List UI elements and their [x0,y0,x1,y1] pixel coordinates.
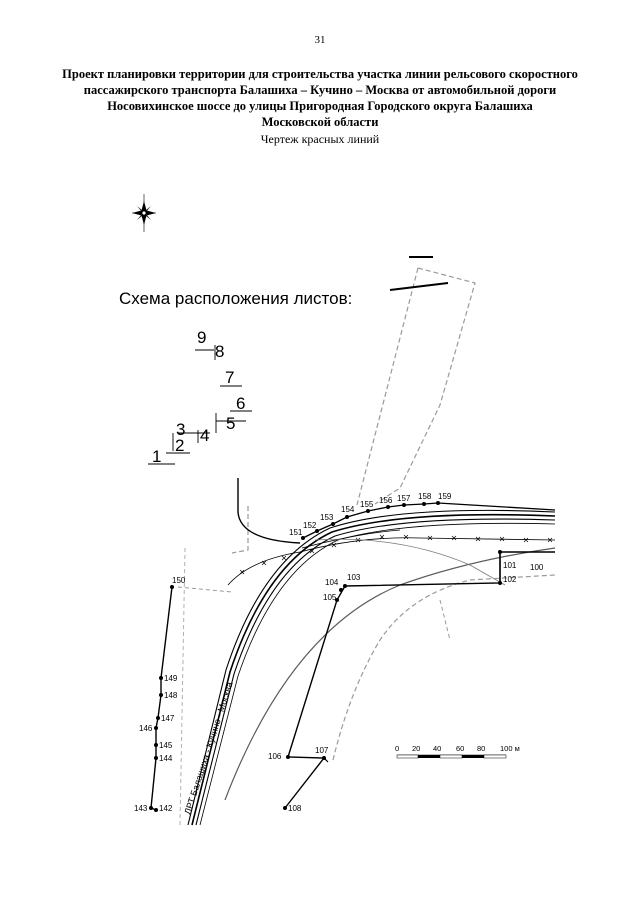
point-label-102: 102 [503,575,517,584]
point-label-153: 153 [320,513,334,522]
fence-crosses [239,534,553,575]
point-label-156: 156 [379,496,393,505]
point-label-144: 144 [159,754,173,763]
point-label-150: 150 [172,576,186,585]
point-label-146: 146 [139,724,153,733]
scale-tick-20: 20 [412,744,420,753]
scale-tick-100: 100 м [500,744,520,753]
sheet-number-1: 1 [152,447,162,466]
point-label-104: 104 [325,578,339,587]
sheet-number-6: 6 [236,394,246,413]
point-label-142: 142 [159,804,173,813]
compass-rose-icon [132,194,156,232]
point-label-143: 143 [134,804,148,813]
district-boundary-lower [332,574,556,761]
point-label-158: 158 [418,492,432,501]
point-label-103: 103 [347,573,361,582]
sheet-number-9: 9 [197,328,207,347]
fence-line-upper [227,537,556,586]
point-label-155: 155 [360,500,374,509]
point-label-159: 159 [438,492,452,501]
title-line: Московской области [261,115,379,129]
page-number: 31 [314,34,326,46]
district-boundary-lower-2 [439,599,451,641]
sheet-number-5: 5 [226,414,236,433]
document-subtitle: Чертеж красных линий [260,132,380,146]
point-label-148: 148 [164,691,178,700]
lrt-track-bundle [187,509,556,826]
scale-tick-60: 60 [456,744,464,753]
district-boundary-left-2 [179,547,186,826]
point-label-151: 151 [289,528,303,537]
title-line: Носовихинское шоссе до улицы Пригородная… [107,99,533,113]
title-line: пассажирского транспорта Балашиха – Кучи… [83,83,557,97]
sheet-number-4: 4 [200,426,210,445]
sheet-scheme-title: Схема расположения листов: [119,289,353,308]
point-labels: 100 101 102 103 104 105 106 107 108 142 … [134,492,544,813]
scale-tick-0: 0 [395,744,399,753]
point-label-152: 152 [303,521,317,530]
district-boundary-left [177,586,233,593]
sheet-number-8: 8 [215,342,225,361]
point-label-107: 107 [315,746,329,755]
document-title: Проект планировки территории для строите… [60,66,580,130]
point-label-145: 145 [159,741,173,750]
fence-line-lower [301,529,401,549]
scale-tick-40: 40 [433,744,441,753]
sheet-number-7: 7 [225,368,235,387]
point-label-149: 149 [164,674,178,683]
red-line-north [302,502,556,539]
point-label-101: 101 [503,561,517,570]
point-label-147: 147 [161,714,175,723]
red-line-south [284,585,346,809]
sheet-number-2: 2 [175,436,185,455]
boundary-points [149,501,502,812]
point-label-154: 154 [341,505,355,514]
point-label-108: 108 [288,804,302,813]
point-label-100: 100 [530,563,544,572]
red-line-north-corner [237,478,301,544]
title-line: Проект планировки территории для строите… [62,67,578,81]
road-fragment-top [389,256,449,291]
point-label-105: 105 [323,593,337,602]
point-label-157: 157 [397,494,411,503]
scale-tick-80: 80 [477,744,485,753]
sheet-layout-lines [148,345,252,465]
scale-bar: 0 20 40 60 80 100 м [395,744,520,759]
sheet-number-3: 3 [176,420,186,439]
road-centerline-gray [224,547,556,801]
district-boundary [231,267,476,554]
road-edge-gray [314,538,506,586]
point-label-106: 106 [268,752,282,761]
